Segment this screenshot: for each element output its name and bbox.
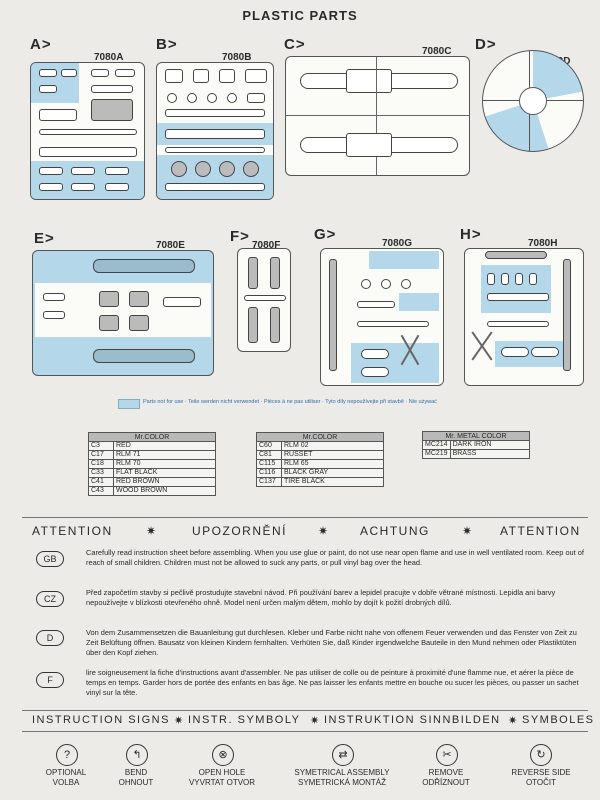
color-name: BRASS bbox=[449, 449, 531, 459]
sprue-e-code: 7080E bbox=[156, 240, 185, 251]
color-name: RLM 02 bbox=[281, 441, 384, 451]
separator-star: ✷ bbox=[146, 524, 158, 538]
sprue-h-letter: H> bbox=[460, 226, 482, 243]
color-name: RLM 71 bbox=[113, 450, 216, 460]
separator-star: ✷ bbox=[508, 715, 519, 727]
color-name: RLM 65 bbox=[281, 459, 384, 469]
attention-heading-cz: UPOZORNĚNÍ bbox=[192, 524, 288, 538]
language-badge-d: D bbox=[36, 630, 64, 646]
color-name: RED BROWN bbox=[113, 477, 216, 487]
sprue-h-code: 7080H bbox=[528, 238, 558, 249]
reverse-icon: ↻ bbox=[530, 744, 552, 766]
language-badge-f: F bbox=[36, 672, 64, 688]
sprue-b-letter: B> bbox=[156, 36, 178, 53]
bend-icon: ↰ bbox=[126, 744, 148, 766]
warning-text-gb: Carefully read instruction sheet before … bbox=[86, 548, 584, 567]
drill-icon: ⊗ bbox=[212, 744, 234, 766]
sprue-g bbox=[320, 248, 444, 386]
signs-heading-fr: SYMBOLES bbox=[522, 714, 595, 726]
separator-star: ✷ bbox=[318, 524, 330, 538]
separator-star: ✷ bbox=[174, 715, 185, 727]
sprue-c-code: 7080C bbox=[422, 46, 452, 57]
sprue-h bbox=[464, 248, 584, 386]
unused-parts-swatch bbox=[118, 399, 140, 409]
sprue-b-code: 7080B bbox=[222, 52, 252, 63]
remove-icon: ✂ bbox=[436, 744, 458, 766]
sign-label-symmetrical: SYMETRICAL ASSEMBLY SYMETRICKÁ MONTÁŽ bbox=[294, 768, 390, 787]
sign-label-remove: REMOVE ODŘÍZNOUT bbox=[422, 768, 470, 787]
color-code: C41 bbox=[88, 477, 114, 487]
attention-heading-fr: ATTENTION bbox=[500, 524, 581, 538]
sprue-e-letter: E> bbox=[34, 230, 55, 247]
sprue-a-letter: A> bbox=[30, 36, 52, 53]
question-icon: ? bbox=[56, 744, 78, 766]
divider bbox=[22, 731, 588, 732]
color-table-header: Mr. METAL COLOR bbox=[422, 431, 530, 441]
language-badge-cz: CZ bbox=[36, 591, 64, 607]
warning-text-d: Von dem Zusammensetzen die Bauanleitung … bbox=[86, 628, 577, 657]
color-code: MC214 bbox=[422, 440, 451, 450]
warning-text-cz: Před započetím stavby si pečlivě prostud… bbox=[86, 588, 556, 607]
sprue-d-letter: D> bbox=[475, 36, 497, 53]
separator-star: ✷ bbox=[310, 715, 321, 727]
attention-heading-en: ATTENTION bbox=[32, 524, 113, 538]
signs-heading-en: INSTRUCTION SIGNS bbox=[32, 714, 170, 726]
sprue-b bbox=[156, 62, 274, 200]
color-name: WOOD BROWN bbox=[113, 486, 216, 496]
color-code: C115 bbox=[256, 459, 282, 469]
color-code: C18 bbox=[88, 459, 114, 469]
attention-heading-de: ACHTUNG bbox=[360, 524, 430, 538]
sign-label-reverse: REVERSE SIDE OTOČIT bbox=[511, 768, 571, 787]
sprue-f bbox=[237, 248, 291, 352]
color-name: RUSSET bbox=[281, 450, 384, 460]
color-code: C33 bbox=[88, 468, 114, 478]
color-code: MC219 bbox=[422, 449, 451, 459]
color-code: C43 bbox=[88, 486, 114, 496]
color-table-header: Mr.COLOR bbox=[256, 432, 384, 442]
color-name: RED bbox=[113, 441, 216, 451]
color-table-header: Mr.COLOR bbox=[88, 432, 216, 442]
color-code: C3 bbox=[88, 441, 114, 451]
color-name: FLAT BLACK bbox=[113, 468, 216, 478]
page-title: PLASTIC PARTS bbox=[242, 8, 358, 23]
color-code: C137 bbox=[256, 477, 282, 487]
sprue-a-code: 7080A bbox=[94, 52, 124, 63]
color-name: RLM 70 bbox=[113, 459, 216, 469]
color-code: C81 bbox=[256, 450, 282, 460]
color-name: TIRE BLACK bbox=[281, 477, 384, 487]
sprue-e bbox=[32, 250, 214, 376]
sprue-d bbox=[482, 50, 584, 152]
signs-heading-de: INSTRUKTION SINNBILDEN bbox=[324, 714, 501, 726]
symmetrical-icon: ⇄ bbox=[332, 744, 354, 766]
sprue-f-code: 7080F bbox=[252, 240, 281, 251]
sign-label-open-hole: OPEN HOLE VYVRTAT OTVOR bbox=[188, 768, 256, 787]
signs-heading-cz: INSTR. SYMBOLY bbox=[188, 714, 301, 726]
color-code: C17 bbox=[88, 450, 114, 460]
sprue-g-letter: G> bbox=[314, 226, 337, 243]
sprue-f-letter: F> bbox=[230, 228, 250, 245]
separator-star: ✷ bbox=[462, 524, 474, 538]
sprue-a bbox=[30, 62, 145, 200]
sign-label-bend: BEND OHNOUT bbox=[118, 768, 154, 787]
divider bbox=[22, 710, 588, 711]
warning-text-f: lire soigneusement la fiche d'instructio… bbox=[86, 668, 579, 697]
sprue-g-code: 7080G bbox=[382, 238, 413, 249]
color-code: C60 bbox=[256, 441, 282, 451]
unused-parts-legend: Parts not for use · Teile werden nicht v… bbox=[143, 399, 437, 405]
language-badge-gb: GB bbox=[36, 551, 64, 567]
sprue-c bbox=[285, 56, 470, 176]
color-name: DARK IRON bbox=[449, 440, 531, 450]
divider bbox=[22, 517, 588, 518]
color-code: C116 bbox=[256, 468, 282, 478]
sign-label-optional: OPTIONAL VOLBA bbox=[45, 768, 87, 787]
sprue-c-letter: C> bbox=[284, 36, 306, 53]
color-name: BLACK GRAY bbox=[281, 468, 384, 478]
